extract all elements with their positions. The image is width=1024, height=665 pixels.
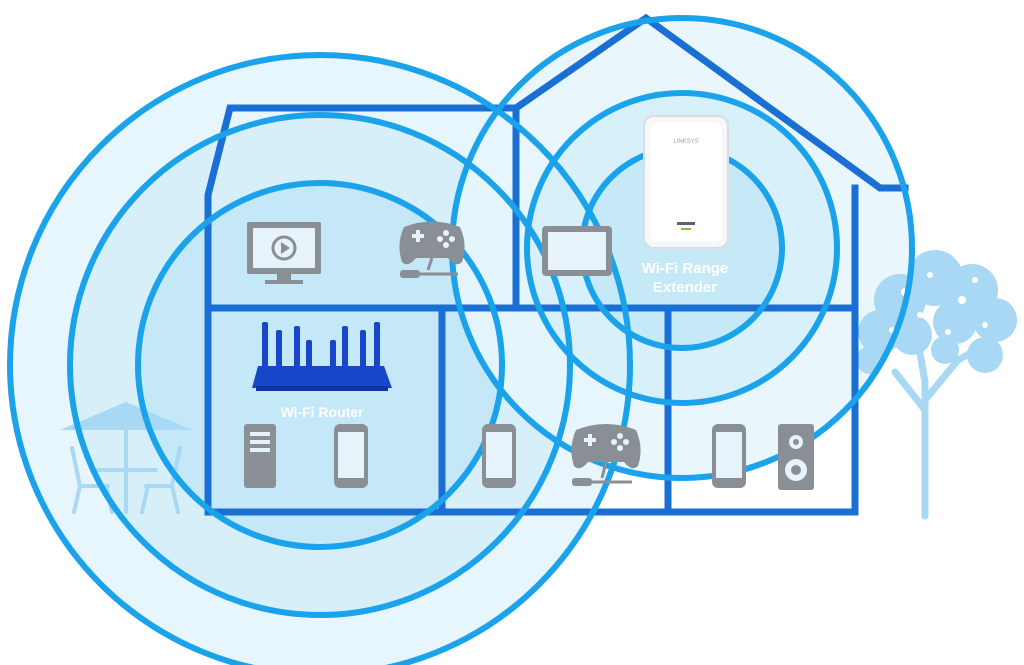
house-outline [204, 13, 909, 516]
tree-icon [856, 250, 1017, 520]
patio-umbrella-table-icon [60, 402, 192, 514]
desktop-tower-icon [244, 424, 276, 488]
router-label: Wi-Fi Router [280, 404, 364, 420]
speaker-icon [778, 424, 814, 490]
tablet-icon [542, 226, 612, 276]
router-icon [252, 322, 392, 391]
range-extender-icon: LINKSYS [643, 115, 729, 249]
smartphone-icon [712, 424, 746, 488]
extender-brand-label: LINKSYS [673, 139, 698, 145]
smartphone-icon [482, 424, 516, 488]
extender-label-line2: Extender [653, 279, 717, 296]
router-signal-rings [7, 52, 633, 665]
gamepad-icon [571, 424, 641, 486]
gamepad-icon [399, 221, 465, 278]
monitor-icon [247, 222, 321, 284]
smartphone-icon [334, 424, 368, 488]
extender-label-line1: Wi-Fi Range [642, 260, 729, 277]
